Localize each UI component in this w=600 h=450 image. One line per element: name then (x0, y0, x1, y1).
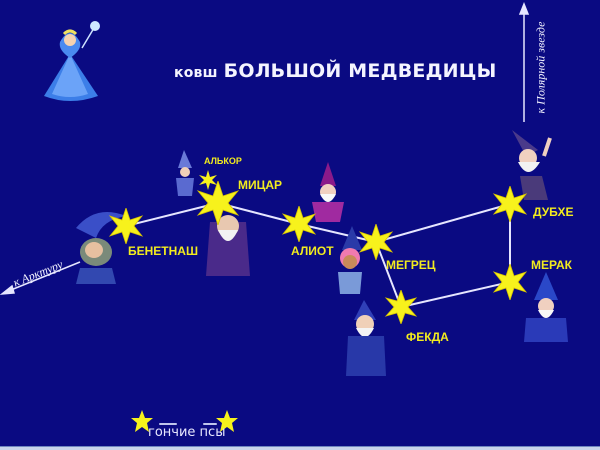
star-alcor-icon (199, 170, 217, 190)
label-alioth: АЛИОТ (291, 244, 334, 258)
title-prefix: ковш (174, 65, 218, 81)
wizard-figure-icon (206, 215, 250, 276)
small-wizard-figure-icon (176, 150, 194, 196)
hound-star-left-icon (131, 410, 153, 432)
star-mizar-icon (196, 181, 240, 225)
star-phecda-icon (384, 290, 418, 324)
page-title: ковш БОЛЬШОЙ МЕДВЕДИЦЫ (174, 60, 497, 82)
star-merak-icon (492, 264, 528, 300)
wizard-figure-icon (512, 130, 552, 200)
label-megrez: МЕГРЕЦ (386, 258, 436, 272)
bottom-border (0, 446, 600, 450)
wizard-figure-icon (524, 272, 568, 342)
label-merak: МЕРАК (531, 258, 572, 272)
hounds-label: гончие псы (148, 425, 226, 440)
label-benetnash: БЕНЕТНАШ (128, 244, 199, 258)
star-benetnash-icon (108, 208, 144, 244)
wizard-figure-icon (346, 300, 386, 376)
hound-star-right-icon (216, 410, 238, 432)
star-megrez-icon (358, 224, 394, 260)
label-mizar: МИЦАР (238, 178, 283, 192)
star-alioth-icon (281, 206, 317, 242)
star-dubhe-icon (492, 186, 528, 222)
fairy-figure-icon (44, 21, 100, 101)
troll-figure-icon (338, 226, 362, 294)
label-phecda: ФЕКДА (406, 330, 449, 344)
label-alcor: АЛЬКОР (204, 156, 242, 166)
direction-polaris-label: к Полярной звезде (533, 21, 548, 114)
wizard-figure-icon (312, 162, 344, 222)
title-main: БОЛЬШОЙ МЕДВЕДИЦЫ (223, 60, 497, 82)
label-dubhe: ДУБХЕ (533, 205, 574, 219)
